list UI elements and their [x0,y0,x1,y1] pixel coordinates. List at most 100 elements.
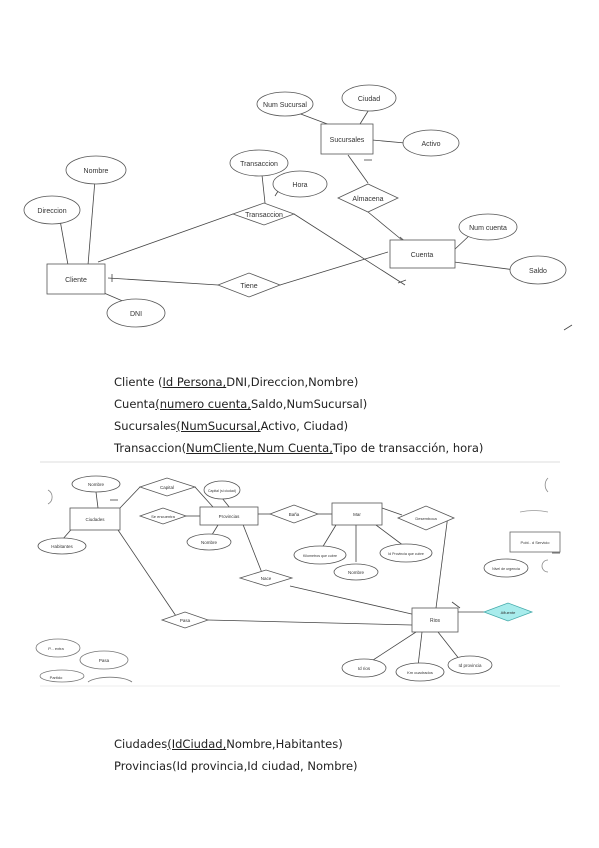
entity-ciudades-label: Ciudades [85,517,105,522]
entity-provincias-label: Provincias [219,514,241,519]
schema-cuenta-rest: Saldo,NumSucursal) [250,397,368,411]
attr-pasa [79,650,129,670]
schema-cliente-prefix: Cliente ( [114,375,163,389]
attr-direccion [23,195,81,225]
schema-cuenta-prefix: Cuenta [114,397,156,411]
attr-km-costa-label: Kilometros que cubre [303,554,337,558]
rel-desemboca [396,505,456,531]
attr-id-rio [341,658,387,678]
schema-transaccion: Transaccion(NumCliente,Num Cuenta,Tipo d… [114,441,483,455]
er-diagram-banco: Sucursales Cliente Cuenta Transaccion Ti… [23,84,573,331]
rel-nace [238,569,294,587]
attr-partido [39,669,85,683]
entity-cliente-label: Cliente [65,277,87,284]
attr-id-provincia-cubre [379,543,433,563]
attr-nombre-ciudad-label: Nombre [88,482,105,487]
rel-tiene [216,272,282,298]
attr-num-sucursal-label: Num Sucursal [263,102,307,109]
schema-provincias: Provincias(Id provincia,Id ciudad, Nombr… [114,759,358,773]
attr-direccion-label: Direccion [37,208,66,215]
schema-ciudades-key: (IdCiudad, [167,737,227,751]
attr-nivel-urgencia-label: Nivel de urgencia [492,567,520,571]
entity-provincias [199,506,259,526]
rel-afluente [482,602,534,622]
rel-se-encuentra-label: Se encuentra [151,514,176,519]
attr-km-cuadrados [395,662,445,682]
attr-p-extra-label: P... extra [48,646,64,651]
attr-ciudad [341,84,397,112]
schema-transaccion-rest: Tipo de transacción, hora) [332,441,484,455]
entity-sucursales [320,123,374,155]
entity-mar [331,502,383,526]
entity-mar-label: Mar [353,512,361,517]
attr-dni [106,298,166,328]
entity-cuenta [389,239,456,269]
attr-id-provincia [447,655,493,675]
rel-bana-label: Baña [289,512,300,517]
rel-capital-label: Capital [160,485,174,490]
attr-partido-label: Partido [50,675,63,680]
schema-ciudades-prefix: Ciudades [114,737,168,751]
attr-nombre-provincia-label: Nombre [201,540,218,545]
attr-capital-ciudad-label: Capital (si ciudad) [208,489,236,493]
rel-pasa [160,611,210,629]
attr-num-cuenta [458,213,518,241]
entity-cliente [46,263,106,295]
attr-saldo [509,255,567,285]
rel-bana [268,504,320,524]
rel-afluente-label: Afluente [501,610,516,615]
attr-num-cuenta-label: Num cuenta [469,225,507,232]
schema-transaccion-prefix: Transaccion( [114,441,187,455]
attr-num-sucursal [256,91,314,117]
attr-transaccion [229,149,289,177]
attr-habitantes [37,537,87,555]
attr-nombre-provincia [186,533,232,551]
schema-sucursales-rest: Activo, Ciudad) [260,419,349,433]
schema-sucursales-key: (NumSucursal, [176,419,261,433]
attr-nombre [65,155,127,185]
attr-nombre-mar-label: Nombre [348,570,365,575]
schema-ciudades: Ciudades(IdCiudad,Nombre,Habitantes) [114,737,343,751]
schema-provincias-text: Provincias(Id provincia,Id ciudad, Nombr… [114,759,358,773]
entity-rios-label: Rios [430,618,441,624]
attr-nombre-mar [333,563,379,581]
attr-id-provincia-label: Id provincia [458,663,482,668]
schema-ciudades-rest: Nombre,Habitantes) [226,737,343,751]
entity-poblacion-servicio [509,531,561,553]
entity-cuenta-label: Cuenta [411,252,434,259]
attr-habitantes-label: Habitantes [51,544,73,549]
attr-nombre-label: Nombre [84,168,109,175]
attr-nombre-ciudad [71,475,121,493]
attr-id-provincia-cubre-label: Id Provincia que cubre [388,552,424,556]
entity-ciudades [69,507,121,531]
rel-nace-label: Nace [261,576,272,581]
attr-km-cuadrados-label: Km cuadrados [407,670,433,675]
rel-pasa-label: Pasa [180,618,191,623]
rel-transaccion-label: Transaccion [245,212,283,219]
attr-pasa-label: Pasa [99,658,110,663]
attr-nivel-urgencia [483,558,529,578]
entity-rios [411,607,459,633]
attr-dni-label: DNI [130,311,142,318]
rel-desemboca-label: Desemboca [415,516,437,521]
rel-almacena-label: Almacena [352,196,383,203]
attr-id-rio-label: Id rios [358,666,371,671]
schema-cliente: Cliente (Id Persona,DNI,Direccion,Nombre… [114,375,358,389]
schema-cuenta-key: (numero cuenta, [155,397,251,411]
rel-se-encuentra [138,507,188,525]
attr-activo [402,129,460,157]
entity-sucursales-label: Sucursales [330,137,365,144]
schema-transaccion-key: NumCliente,Num Cuenta, [186,441,333,455]
entity-poblacion-servicio-label: Pobl.. d Servicio [521,540,551,545]
attr-ciudad-label: Ciudad [358,96,380,103]
attr-p-extra [35,638,81,658]
rel-tiene-label: Tiene [240,283,257,290]
rel-transaccion [231,202,296,226]
rel-almacena [337,183,399,213]
schema-cliente-key: Id Persona, [162,375,227,389]
schema-cliente-rest: DNI,Direccion,Nombre) [226,375,359,389]
attr-km-costa [293,545,347,565]
attr-activo-label: Activo [421,141,440,148]
rel-capital [138,477,197,497]
attr-hora-label: Hora [292,182,307,189]
